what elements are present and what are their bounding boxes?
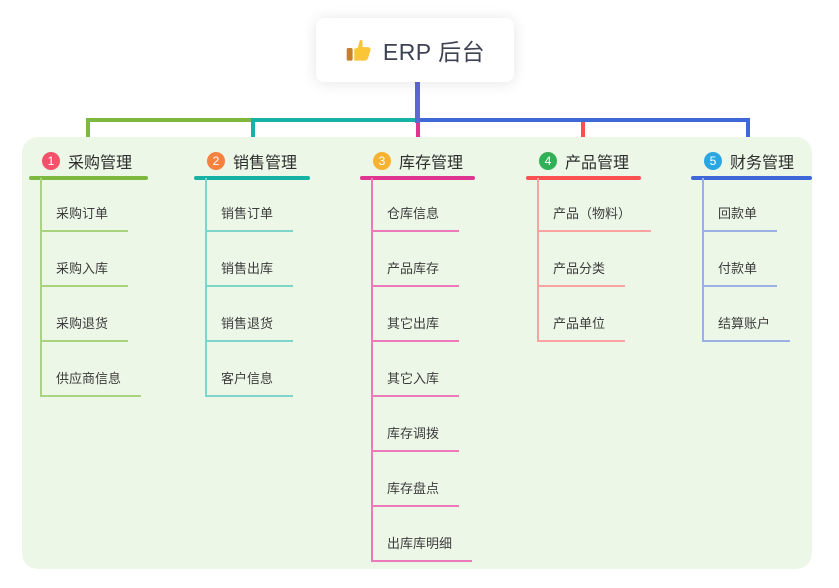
branch-4-connector-line: [581, 120, 585, 143]
branch-5-connector-line: [746, 118, 750, 143]
branch-number-badge: 2: [207, 152, 225, 170]
child-node[interactable]: 供应商信息: [40, 370, 142, 397]
branch-number-badge: 1: [42, 152, 60, 170]
child-node[interactable]: 仓库信息: [371, 205, 460, 232]
branch-3: 3 库存管理仓库信息产品库存其它出库其它入库库存调拨库存盘点出库库明细: [360, 150, 530, 562]
thumbs-up-icon: [345, 37, 372, 64]
child-node[interactable]: 产品单位: [537, 315, 626, 342]
child-node[interactable]: 其它出库: [371, 315, 460, 342]
branch-underline: [360, 176, 475, 180]
branch-1-connector-line: [86, 118, 90, 143]
child-node[interactable]: 采购入库: [40, 260, 129, 287]
child-node[interactable]: 库存调拨: [371, 425, 460, 452]
branch-node-5[interactable]: 5 财务管理: [691, 150, 839, 172]
child-node[interactable]: 销售退货: [205, 315, 294, 342]
child-node[interactable]: 采购退货: [40, 315, 129, 342]
child-node[interactable]: 客户信息: [205, 370, 294, 397]
bus-line-right: [420, 118, 750, 122]
branch-trunk-line: [371, 178, 373, 562]
branch-number-badge: 5: [704, 152, 722, 170]
branches-panel: [22, 137, 812, 569]
branch-node-1[interactable]: 1 采购管理: [29, 150, 199, 172]
root-node[interactable]: ERP 后台: [316, 18, 514, 82]
branch-label: 产品管理: [565, 155, 630, 172]
root-connector-line: [415, 82, 420, 123]
child-node[interactable]: 回款单: [702, 205, 778, 232]
branch-2: 2 销售管理销售订单销售出库销售退货客户信息: [194, 150, 364, 397]
child-node[interactable]: 其它入库: [371, 370, 460, 397]
branch-label: 采购管理: [68, 155, 133, 172]
child-node[interactable]: 付款单: [702, 260, 778, 287]
child-node[interactable]: 产品分类: [537, 260, 626, 287]
branch-5: 5 财务管理回款单付款单结算账户: [691, 150, 839, 342]
branch-underline: [29, 176, 148, 180]
bus-line-center: [251, 118, 416, 122]
branch-label: 财务管理: [730, 155, 795, 172]
branch-underline: [526, 176, 641, 180]
branch-number-badge: 4: [539, 152, 557, 170]
branch-1: 1 采购管理采购订单采购入库采购退货供应商信息: [29, 150, 199, 397]
branch-trunk-line: [205, 178, 207, 397]
child-node[interactable]: 销售订单: [205, 205, 294, 232]
root-label: ERP 后台: [382, 39, 486, 65]
branch-trunk-line: [702, 178, 704, 342]
branch-node-4[interactable]: 4 产品管理: [526, 150, 696, 172]
child-node[interactable]: 产品库存: [371, 260, 460, 287]
branch-2-connector-line: [251, 118, 255, 143]
branch-label: 销售管理: [233, 155, 298, 172]
branch-4: 4 产品管理产品（物料） 产品分类产品单位: [526, 150, 696, 342]
bus-line-left: [86, 118, 253, 122]
branch-underline: [691, 176, 812, 180]
branch-node-2[interactable]: 2 销售管理: [194, 150, 364, 172]
branch-3-connector-line: [416, 122, 420, 143]
child-node[interactable]: 采购订单: [40, 205, 129, 232]
child-node[interactable]: 库存盘点: [371, 480, 460, 507]
child-node[interactable]: 产品（物料）: [537, 205, 652, 232]
child-node[interactable]: 出库库明细: [371, 535, 473, 562]
branch-trunk-line: [40, 178, 42, 397]
branch-underline: [194, 176, 310, 180]
child-node[interactable]: 销售出库: [205, 260, 294, 287]
branch-label: 库存管理: [399, 155, 464, 172]
branch-trunk-line: [537, 178, 539, 342]
branch-number-badge: 3: [373, 152, 391, 170]
branch-node-3[interactable]: 3 库存管理: [360, 150, 530, 172]
child-node[interactable]: 结算账户: [702, 315, 791, 342]
